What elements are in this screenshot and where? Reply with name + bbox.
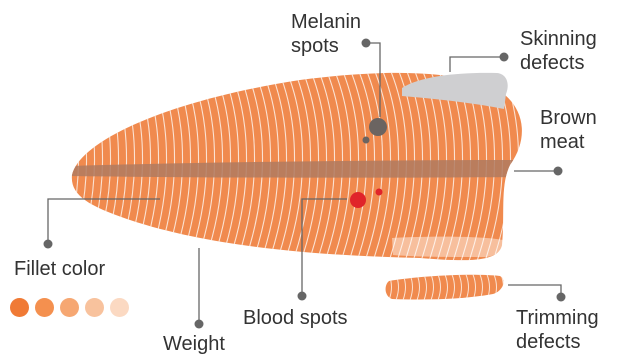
muscle-stripe: [518, 60, 543, 280]
trim-stripe: [506, 270, 511, 305]
weight-dot: [195, 320, 204, 329]
blood-spots-label: Blood spots: [243, 306, 348, 330]
color-swatch-1: [10, 298, 29, 317]
melanin-spots-label: Melanin spots: [291, 10, 361, 58]
brown-meat-label: Brown meat: [540, 106, 597, 154]
melanin-dot: [362, 39, 371, 48]
muscle-stripe: [510, 60, 535, 280]
color-swatch-4: [85, 298, 104, 317]
skinning-leader: [450, 57, 504, 72]
fillet-color-dot: [44, 240, 53, 249]
trimming-defects-label: Trimming defects: [516, 306, 599, 354]
weight-label: Weight: [163, 332, 225, 356]
trimmed-piece: [386, 275, 504, 300]
trim-stripe: [380, 270, 385, 305]
blood-spots-dot: [298, 292, 307, 301]
trimming-defects-label-line1: Trimming: [516, 306, 599, 330]
brown-meat-label-line2: meat: [540, 130, 597, 154]
brown-meat-dot: [554, 167, 563, 176]
color-swatch-5: [110, 298, 129, 317]
melanin-spots-label-line1: Melanin: [291, 10, 361, 34]
trim-stripe: [513, 270, 518, 305]
trimming-leader: [508, 285, 561, 297]
brown-meat-label-line1: Brown: [540, 106, 597, 130]
trimming-dot: [557, 293, 566, 302]
melanin-spot-large: [369, 118, 387, 136]
blood-spot-small: [376, 189, 383, 196]
skinning-dot: [500, 53, 509, 62]
melanin-spots-label-line2: spots: [291, 34, 361, 58]
melanin-spot-small: [363, 137, 370, 144]
skinning-defects-label-line2: defects: [520, 51, 597, 75]
color-swatch-3: [60, 298, 79, 317]
trimming-defects-label-line2: defects: [516, 330, 599, 354]
trimming-glare: [392, 237, 503, 257]
skinning-defects-label-line1: Skinning: [520, 27, 597, 51]
skinning-defects-label: Skinning defects: [520, 27, 597, 75]
blood-spot-large: [350, 192, 366, 208]
color-swatch-2: [35, 298, 54, 317]
fillet-color-label: Fillet color: [14, 257, 105, 281]
